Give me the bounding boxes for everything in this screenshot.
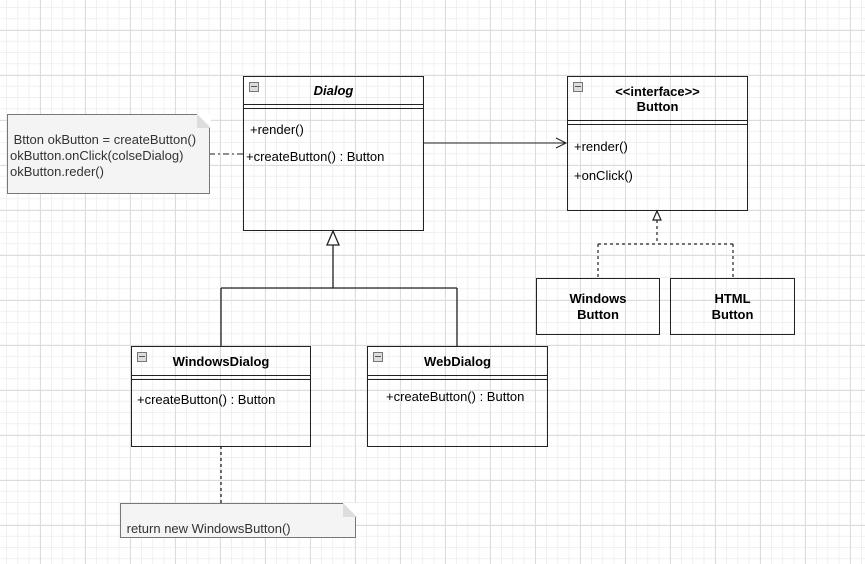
stereotype: <<interface>>	[615, 84, 700, 99]
divider	[568, 124, 747, 125]
association-dialog-to-button	[423, 137, 568, 149]
dialog-note[interactable]: Btton okButton = createButton() okButton…	[7, 113, 211, 194]
collapse-icon[interactable]	[137, 352, 147, 362]
class-name-line: Windows	[569, 290, 627, 306]
class-name: WindowsDialog	[172, 354, 270, 369]
note-fold	[342, 502, 357, 517]
divider	[132, 379, 310, 380]
operation: +createButton() : Button	[246, 149, 385, 164]
note-fold	[196, 113, 211, 128]
class-name-line: Button	[577, 306, 619, 322]
class-web-dialog[interactable]: WebDialog +createButton() : Button	[367, 346, 548, 447]
class-name-line: HTML	[714, 290, 751, 306]
collapse-icon[interactable]	[373, 352, 383, 362]
realization-to-button	[597, 209, 734, 278]
class-name: Button	[636, 99, 679, 114]
operation: +createButton() : Button	[386, 389, 525, 404]
class-dialog[interactable]: Dialog +render() +createButton() : Butto…	[243, 76, 424, 231]
divider	[244, 108, 423, 109]
operation: +createButton() : Button	[137, 392, 276, 407]
class-name: Dialog	[313, 83, 354, 98]
windows-note-text: return new WindowsButton()	[126, 521, 291, 536]
class-windows-dialog[interactable]: WindowsDialog +createButton() : Button	[131, 346, 311, 447]
class-header: WebDialog	[368, 347, 547, 376]
class-header: <<interface>> Button	[568, 77, 747, 121]
divider	[368, 379, 547, 380]
operation: +render()	[250, 122, 304, 137]
operation: +render()	[574, 139, 628, 154]
class-header: Dialog	[244, 77, 423, 105]
operation: +onClick()	[574, 168, 633, 183]
collapse-icon[interactable]	[573, 82, 583, 92]
windows-dialog-note[interactable]: return new WindowsButton()	[120, 502, 357, 538]
generalization-to-dialog	[220, 229, 458, 346]
class-header: WindowsDialog	[132, 347, 310, 376]
dialog-note-text: Btton okButton = createButton() okButton…	[10, 132, 197, 179]
collapse-icon[interactable]	[249, 82, 259, 92]
interface-button[interactable]: <<interface>> Button +render() +onClick(…	[567, 76, 748, 211]
class-name: WebDialog	[424, 354, 491, 369]
class-name-line: Button	[711, 306, 754, 322]
